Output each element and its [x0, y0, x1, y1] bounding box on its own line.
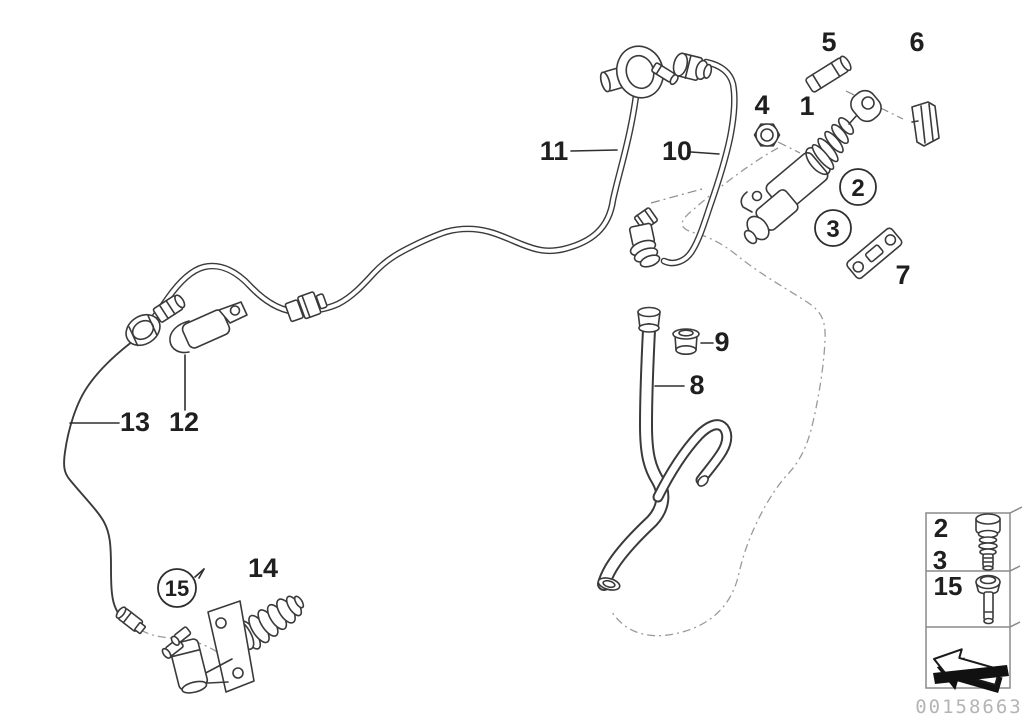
- callout-3-circled[interactable]: 3: [814, 209, 852, 247]
- pipe-11-grommet: [599, 45, 665, 99]
- callout-2-circled[interactable]: 2: [839, 168, 877, 206]
- grommet-9: [672, 328, 700, 355]
- pipe-13: [63, 329, 149, 624]
- callout-8[interactable]: 8: [689, 370, 704, 400]
- callout-13[interactable]: 13: [120, 407, 150, 437]
- retaining-clip-6: [911, 101, 940, 147]
- engine-bay-dashed-silhouette: [140, 147, 826, 659]
- callout-3[interactable]: 3: [826, 216, 839, 243]
- callout-14[interactable]: 14: [248, 553, 278, 583]
- assembly-dashdot-leaders: [650, 90, 904, 204]
- callout-12[interactable]: 12: [169, 407, 199, 437]
- legend-ref-3[interactable]: 3: [933, 545, 947, 575]
- legend-ref-15[interactable]: 15: [934, 571, 963, 601]
- callout-4[interactable]: 4: [754, 90, 769, 120]
- clutch-master-cylinder: [740, 89, 882, 245]
- callout-9[interactable]: 9: [714, 327, 729, 357]
- clutch-slave-cylinder: [161, 595, 305, 694]
- nut-4: [753, 123, 781, 147]
- hose-8-end-fitting: [597, 577, 621, 591]
- callout-15[interactable]: 15: [165, 576, 189, 601]
- pipe-junction-fitting: [125, 294, 186, 347]
- direction-arrow-icon: [933, 648, 1009, 693]
- pin-bolt-icon: [975, 574, 1001, 625]
- legend-ref-2[interactable]: 2: [934, 513, 948, 543]
- hose-8: [604, 330, 727, 584]
- legend-box: 2 3 15: [925, 506, 1023, 693]
- pipe-11: [150, 96, 636, 323]
- pipe-13-end-fitting: [115, 606, 146, 635]
- pipe-10-elbow-fitting: [628, 207, 661, 268]
- small-bolt-fitting: [651, 62, 679, 86]
- document-number: 00158663: [915, 696, 1023, 718]
- pipe-11-coupling: [284, 291, 328, 323]
- bracket-12: [169, 301, 248, 354]
- callout-15-circled[interactable]: 15: [157, 568, 197, 608]
- callout-11[interactable]: 11: [540, 136, 569, 166]
- hose-8-top-fitting: [637, 306, 661, 333]
- flange-bolt-icon: [975, 513, 1001, 571]
- callout-10[interactable]: 10: [662, 136, 692, 166]
- callouts: 1 4 5 6 7 8 9 10 11 12 13 14 2 3 15: [120, 27, 925, 608]
- callout-1[interactable]: 1: [799, 91, 814, 121]
- callout-2[interactable]: 2: [851, 175, 864, 202]
- pipe-10-connector: [672, 52, 713, 81]
- callout-6[interactable]: 6: [909, 27, 924, 57]
- callout-leader-lines: [69, 149, 720, 579]
- callout-7[interactable]: 7: [895, 260, 910, 290]
- bracket-7: [846, 227, 903, 280]
- callout-5[interactable]: 5: [821, 27, 836, 57]
- pushrod-pin-5: [805, 55, 852, 93]
